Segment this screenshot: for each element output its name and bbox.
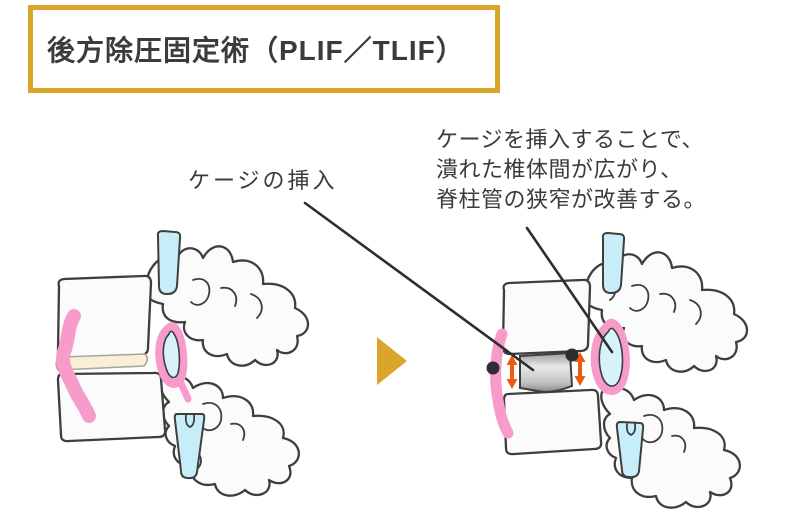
after-posterior-lower [600, 386, 741, 509]
spine-after-illustration [486, 232, 749, 509]
expansion-arrow-right-icon [574, 352, 586, 386]
after-vertebral-body-upper [501, 278, 592, 356]
flow-arrow-icon [377, 337, 407, 385]
page-title: 後方除圧固定術（PLIF／TLIF） [47, 35, 465, 66]
result-line-3: 脊柱管の狭窄が改善する。 [436, 187, 707, 212]
after-foramen-open [590, 318, 630, 395]
spine-before-illustration [55, 230, 310, 497]
before-canal-top [156, 230, 182, 295]
marker-dot-left [486, 361, 500, 375]
after-canal-top [601, 232, 626, 294]
marker-dot-right [565, 348, 579, 362]
before-foramen-stenosis [155, 322, 192, 403]
result-explanation: ケージを挿入することで、 潰れた椎体間が広がり、 脊柱管の狭窄が改善する。 [436, 125, 706, 215]
result-line-2: 潰れた椎体間が広がり、 [436, 157, 683, 182]
interbody-cage [519, 351, 574, 393]
title-box: 後方除圧固定術（PLIF／TLIF） [28, 5, 500, 93]
cage-insertion-label: ケージの挿入 [188, 168, 338, 193]
after-canal-bottom [615, 421, 645, 479]
before-bulging-ligament [56, 309, 96, 423]
after-vertebral-body-lower [502, 388, 603, 456]
result-line-1: ケージを挿入することで、 [436, 127, 705, 152]
before-canal-bottom [173, 413, 206, 480]
expansion-arrow-left-icon [506, 355, 518, 389]
